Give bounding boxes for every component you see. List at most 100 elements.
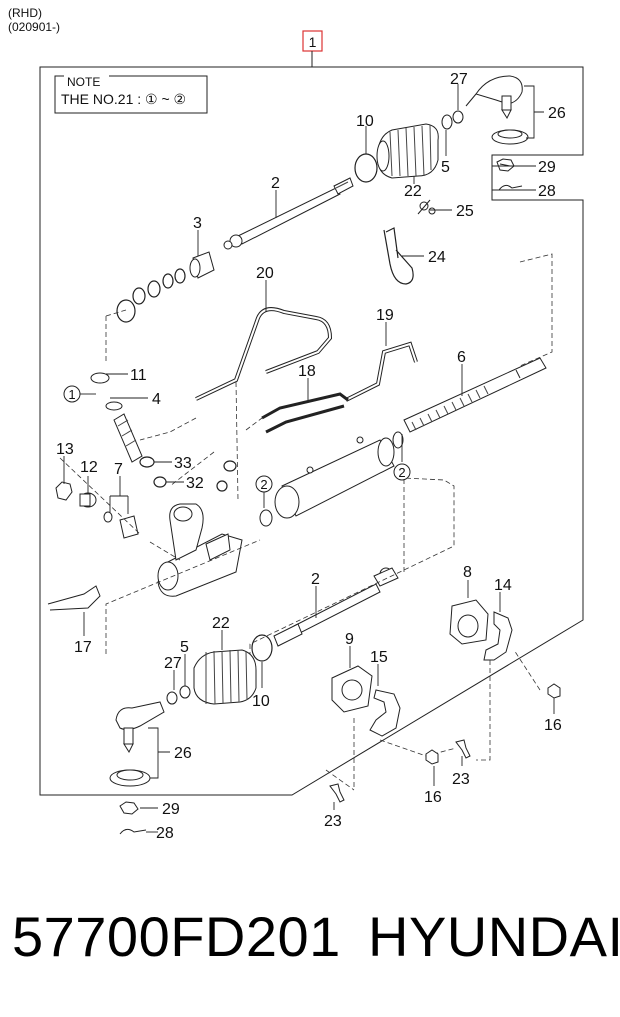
callout-15: 15 xyxy=(370,649,388,666)
callout-22-bottom: 22 xyxy=(212,615,230,632)
callout-24: 24 xyxy=(428,249,446,266)
circled-callout-2-right: 2 xyxy=(398,465,405,480)
inner-tie-rod-bottom xyxy=(273,567,399,647)
note-text: THE NO.21 : ① ~ ② xyxy=(61,91,186,107)
callout-32: 32 xyxy=(186,475,204,492)
callout-14: 14 xyxy=(494,577,512,594)
nut-13 xyxy=(55,481,73,501)
clip-ring-bottom xyxy=(251,634,273,662)
rack-bar xyxy=(403,357,547,433)
boot-clip-small xyxy=(417,199,436,215)
hose-18 xyxy=(261,392,349,434)
cotter-pin-bottom xyxy=(119,828,147,835)
callout-27-top: 27 xyxy=(450,71,468,88)
callout-2-mid: 2 xyxy=(311,571,320,588)
callout-13: 13 xyxy=(56,441,74,458)
seal-33 xyxy=(139,456,155,468)
guide-line-bracket xyxy=(476,649,541,761)
castle-nut-top xyxy=(496,158,515,172)
circled-callout-1: 1 xyxy=(68,387,75,402)
nut-16-right xyxy=(547,683,561,699)
callout-23-right: 23 xyxy=(452,771,470,788)
rack-housing-cap xyxy=(189,251,215,279)
callout-12: 12 xyxy=(80,459,98,476)
castle-nut-bottom xyxy=(119,801,139,815)
leader-lines xyxy=(63,84,555,833)
bracket-15 xyxy=(369,689,401,737)
callout-3: 3 xyxy=(193,215,202,232)
seal-gear-b xyxy=(216,480,228,492)
bushing-12 xyxy=(79,492,97,508)
callout-22-top: 22 xyxy=(404,183,422,200)
inner-tie-rod-top xyxy=(223,177,354,250)
cotter-pin-top xyxy=(498,184,523,191)
pinion-valve xyxy=(90,372,143,463)
note-box: NOTE THE NO.21 : ① ~ ② xyxy=(54,72,208,114)
bellows-boot-top xyxy=(376,123,439,179)
callout-11: 11 xyxy=(130,367,147,384)
callout-20: 20 xyxy=(256,265,274,282)
rubber-mount-9 xyxy=(331,665,373,713)
guide-line-rack xyxy=(519,253,553,367)
seal-32 xyxy=(153,476,167,488)
callout-8: 8 xyxy=(463,564,472,581)
note-title: NOTE xyxy=(67,75,100,89)
rack-tube-housing xyxy=(274,431,404,519)
callout-26-bottom: 26 xyxy=(174,745,192,762)
rubber-mount-8 xyxy=(449,599,489,645)
lock-nut-bottom-b xyxy=(179,685,191,699)
assembly-frame xyxy=(39,66,584,796)
circled-callout-2-left: 2 xyxy=(260,477,267,492)
callout-28-top: 28 xyxy=(538,183,556,200)
gear-housing xyxy=(157,503,243,597)
seal-gear-a xyxy=(223,460,237,472)
washer-mid xyxy=(259,509,273,527)
guide-line-mid xyxy=(249,477,455,660)
callout-10-bottom: 10 xyxy=(252,693,270,710)
callout-27-bottom: 27 xyxy=(164,655,182,672)
bellows-boot-bottom xyxy=(193,649,257,705)
bolt-23-bottom xyxy=(329,783,345,803)
guide-line-seals xyxy=(105,309,127,364)
seal-rings-top xyxy=(116,268,186,323)
header-rhd: (RHD) xyxy=(8,6,42,20)
boot-band xyxy=(383,227,414,285)
callout-4: 4 xyxy=(152,391,161,408)
callout-33: 33 xyxy=(174,455,192,472)
callout-23-bottom: 23 xyxy=(324,813,342,830)
steering-gear-diagram: 1 NOTE THE NO.21 : ① ~ ② xyxy=(39,30,584,842)
part-number: 57700FD201 xyxy=(12,905,341,968)
callout-25: 25 xyxy=(456,203,474,220)
circled-callouts: 1 2 2 xyxy=(63,385,411,493)
nut-16-bottom xyxy=(425,749,439,765)
callout-18: 18 xyxy=(298,363,316,380)
callout-7: 7 xyxy=(114,461,123,478)
lock-nut-bottom-a xyxy=(166,691,178,705)
brand-name: HYUNDAI xyxy=(368,905,620,968)
callout-26-top: 26 xyxy=(548,105,566,122)
callout-5-bottom: 5 xyxy=(180,639,189,656)
lock-nut-top xyxy=(441,110,464,130)
callout-16-bottom: 16 xyxy=(424,789,442,806)
header-date-range: (020901-) xyxy=(8,20,61,34)
callout-2-top: 2 xyxy=(271,175,280,192)
assembly-number: 1 xyxy=(309,34,317,50)
callout-16-right: 16 xyxy=(544,717,562,734)
callout-28-bottom: 28 xyxy=(156,825,174,842)
clip-ring-top xyxy=(354,153,378,183)
guide-line-left xyxy=(59,381,263,654)
pipe-17 xyxy=(47,585,101,611)
bolt-23-right xyxy=(455,739,471,759)
callout-5-top: 5 xyxy=(441,159,450,176)
callout-29-top: 29 xyxy=(538,159,556,176)
bracket-14 xyxy=(483,611,513,661)
callout-9: 9 xyxy=(345,631,354,648)
callout-17: 17 xyxy=(74,639,92,656)
tie-rod-end-bottom xyxy=(109,701,165,787)
callout-6: 6 xyxy=(457,349,466,366)
callout-29-bottom: 29 xyxy=(162,801,180,818)
ball-seat-7a xyxy=(103,511,113,523)
callout-19: 19 xyxy=(376,307,394,324)
callout-labels: 27 26 10 5 29 28 22 25 2 3 24 20 19 6 11… xyxy=(56,71,566,842)
yoke-7b xyxy=(119,515,139,539)
